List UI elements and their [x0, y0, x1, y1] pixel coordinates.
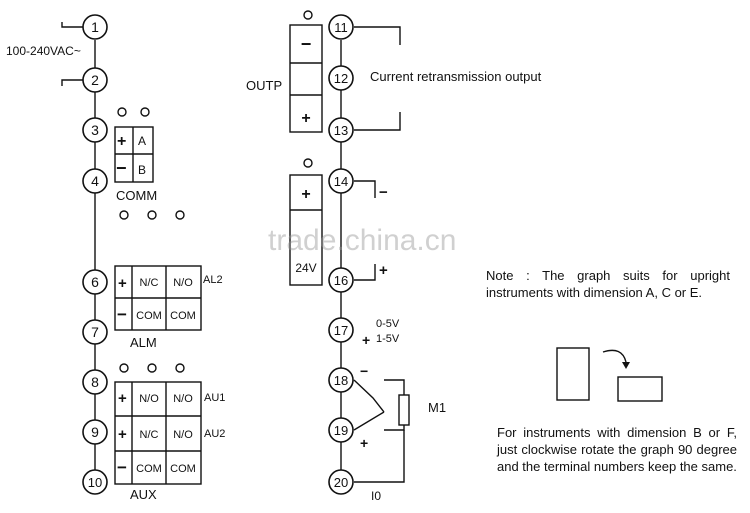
- comm-a-label: A: [138, 134, 146, 148]
- m1-plus: +: [360, 435, 368, 451]
- outp-plus: +: [301, 110, 310, 127]
- terminal-20: 20: [334, 475, 348, 490]
- aux-com-2: COM: [170, 463, 196, 475]
- alm-no: N/O: [173, 277, 193, 289]
- note-rotate: For instruments with dimension B or F, j…: [497, 425, 737, 474]
- comm-b-label: B: [138, 163, 146, 177]
- al2-label: AL2: [203, 274, 223, 286]
- aux-plus-1: +: [118, 390, 127, 407]
- alm-nc: N/C: [140, 277, 159, 289]
- terminal-19: 19: [334, 423, 348, 438]
- alm-com-2: COM: [170, 310, 196, 322]
- au2-label: AU2: [204, 428, 225, 440]
- alm-label: ALM: [130, 335, 157, 350]
- v24-plus-lead: +: [379, 262, 388, 279]
- aux-com-1: COM: [136, 463, 162, 475]
- terminal-17: 17: [334, 323, 348, 338]
- terminal-18: 18: [334, 373, 348, 388]
- comm-plus: +: [117, 133, 126, 150]
- terminal-12: 12: [334, 71, 348, 86]
- range-plus: +: [362, 332, 370, 348]
- aux-minus: −: [117, 458, 127, 477]
- aux-nc: N/C: [140, 429, 159, 441]
- terminal-11: 11: [334, 20, 348, 35]
- terminal-6: 6: [91, 274, 99, 290]
- terminal-1: 1: [91, 19, 99, 35]
- v24-minus-lead: −: [379, 184, 388, 201]
- comm-minus: −: [116, 158, 127, 178]
- alm-plus: +: [118, 275, 127, 292]
- range-0-5v: 0-5V: [376, 318, 400, 330]
- terminal-7: 7: [91, 324, 99, 340]
- outp-minus: −: [301, 34, 312, 54]
- terminal-16: 16: [334, 273, 348, 288]
- io-label: I0: [371, 489, 381, 503]
- comm-label: COMM: [116, 188, 157, 203]
- power-label: 100-240VAC~: [6, 44, 81, 58]
- alm-minus: −: [117, 305, 127, 324]
- terminal-9: 9: [91, 424, 99, 440]
- outp-label: OUTP: [246, 78, 282, 93]
- m1-label: M1: [428, 400, 446, 415]
- retransmission-label: Current retransmission output: [370, 69, 542, 84]
- m1-minus: −: [360, 363, 368, 379]
- terminal-3: 3: [91, 122, 99, 138]
- aux-plus-2: +: [118, 426, 127, 443]
- aux-no-1: N/O: [139, 393, 159, 405]
- aux-no-3: N/O: [173, 429, 193, 441]
- watermark: trade.china.cn: [268, 224, 457, 257]
- terminal-14: 14: [334, 174, 348, 189]
- note-upright: Note : The graph suits for upright instr…: [486, 268, 730, 300]
- terminal-13: 13: [334, 123, 348, 138]
- range-1-5v: 1-5V: [376, 333, 400, 345]
- alm-com-1: COM: [136, 310, 162, 322]
- terminal-8: 8: [91, 374, 99, 390]
- v24-plus: +: [301, 186, 310, 203]
- terminal-2: 2: [91, 72, 99, 88]
- au1-label: AU1: [204, 392, 225, 404]
- v24-label: 24V: [295, 261, 316, 275]
- aux-label: AUX: [130, 487, 157, 502]
- aux-no-2: N/O: [173, 393, 193, 405]
- terminal-10: 10: [88, 475, 102, 490]
- terminal-4: 4: [91, 173, 99, 189]
